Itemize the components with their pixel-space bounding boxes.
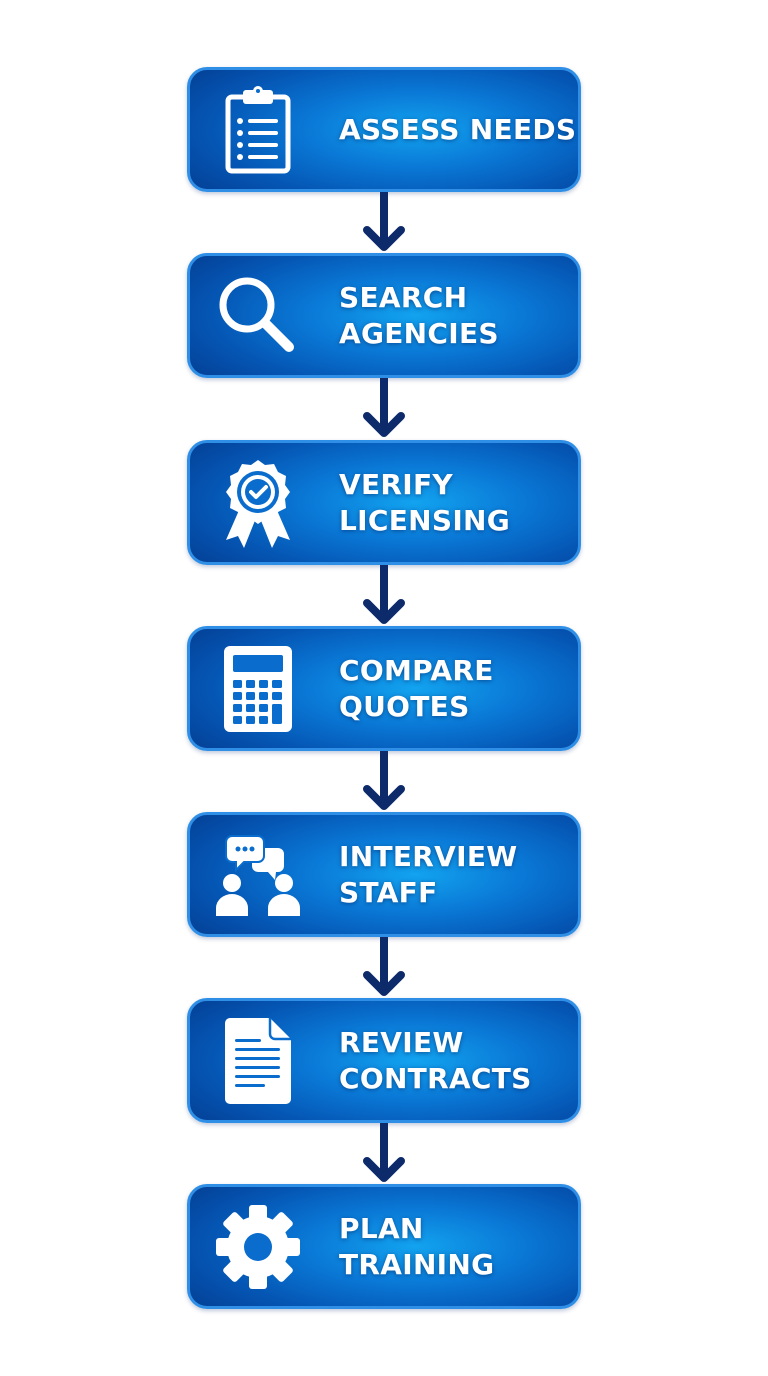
arrow-down-icon	[363, 378, 405, 437]
step-review-contracts: REVIEW CONTRACTS	[187, 998, 581, 1123]
step-label: REVIEW CONTRACTS	[339, 1025, 570, 1097]
step-label-line: COMPARE	[339, 653, 494, 687]
step-label: ASSESS NEEDS	[339, 112, 577, 148]
step-label-line: LICENSING	[339, 503, 511, 537]
magnifying-glass-icon	[210, 268, 306, 364]
step-label-line: ASSESS NEEDS	[339, 112, 577, 146]
arrow-down-icon	[363, 751, 405, 810]
arrow-down-icon	[363, 192, 405, 251]
step-verify-licensing: VERIFY LICENSING	[187, 440, 581, 565]
step-label-line: VERIFY	[339, 467, 453, 501]
step-plan-training: PLAN TRAINING	[187, 1184, 581, 1309]
clipboard-list-icon	[210, 82, 306, 178]
people-conversation-icon	[210, 827, 306, 923]
certified-badge-icon	[210, 455, 306, 551]
step-label-line: CONTRACTS	[339, 1061, 532, 1095]
step-label-line: INTERVIEW	[339, 839, 518, 873]
step-label-line: STAFF	[339, 875, 438, 909]
step-label: PLAN TRAINING	[339, 1211, 570, 1283]
step-label: COMPARE QUOTES	[339, 653, 570, 725]
arrow-down-icon	[363, 565, 405, 624]
gear-icon	[210, 1199, 306, 1295]
step-label-line: PLAN	[339, 1211, 424, 1245]
step-search-agencies: SEARCH AGENCIES	[187, 253, 581, 378]
step-label-line: AGENCIES	[339, 316, 499, 350]
arrow-down-icon	[363, 1123, 405, 1182]
step-label: VERIFY LICENSING	[339, 467, 570, 539]
step-label: SEARCH AGENCIES	[339, 280, 570, 352]
step-label: INTERVIEW STAFF	[339, 839, 570, 911]
step-label-line: SEARCH	[339, 280, 468, 314]
calculator-icon	[210, 641, 306, 737]
step-label-line: TRAINING	[339, 1247, 495, 1281]
step-compare-quotes: COMPARE QUOTES	[187, 626, 581, 751]
document-icon	[210, 1013, 306, 1109]
arrow-down-icon	[363, 937, 405, 996]
step-label-line: QUOTES	[339, 689, 470, 723]
step-interview-staff: INTERVIEW STAFF	[187, 812, 581, 937]
step-label-line: REVIEW	[339, 1025, 464, 1059]
step-assess-needs: ASSESS NEEDS	[187, 67, 581, 192]
